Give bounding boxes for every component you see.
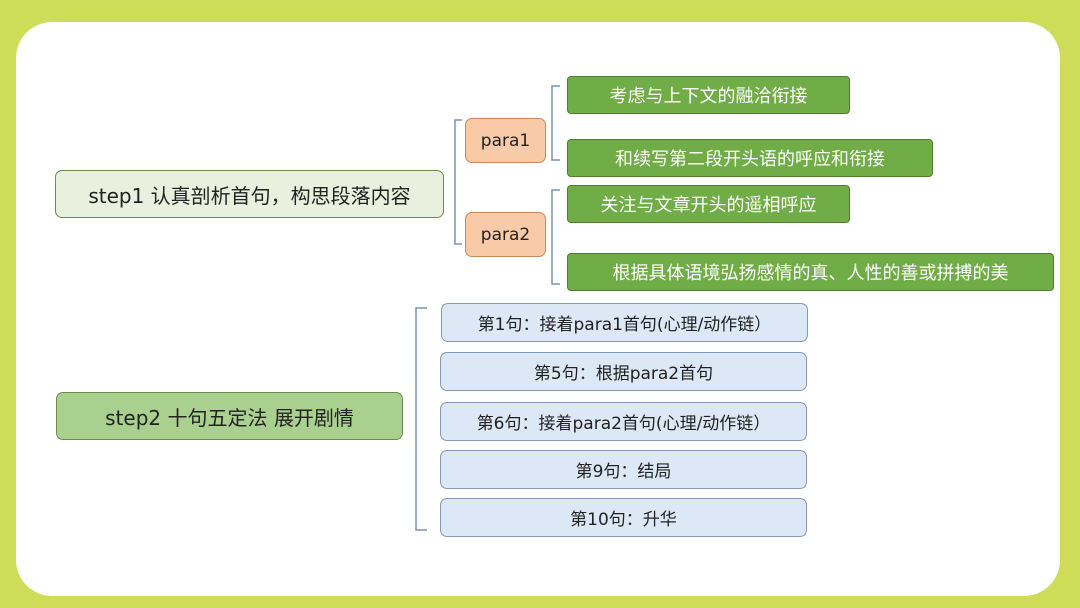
para1-point-2: 和续写第二段开头语的呼应和衔接 — [567, 139, 933, 177]
bracket-para1 — [551, 85, 560, 161]
bracket-step1 — [454, 119, 462, 245]
para1-node: para1 — [465, 118, 546, 163]
para2-point-2: 根据具体语境弘扬感情的真、人性的善或拼搏的美 — [567, 253, 1054, 291]
sentence-9-label: 第9句：结局 — [575, 462, 672, 482]
para2-point-1-label: 关注与文章开头的遥相呼应 — [600, 195, 817, 216]
sentence-5-label: 第5句：根据para2首句 — [533, 364, 714, 384]
step1-node: step1 认真剖析首句，构思段落内容 — [55, 170, 444, 218]
para2-node: para2 — [465, 212, 546, 257]
sentence-1-node: 第1句：接着para1首句(心理/动作链） — [441, 303, 808, 342]
para1-point-2-label: 和续写第二段开头语的呼应和衔接 — [615, 149, 885, 170]
para1-label: para1 — [480, 130, 531, 151]
para1-point-1: 考虑与上下文的融洽衔接 — [567, 76, 850, 114]
sentence-10-node: 第10句：升华 — [440, 498, 807, 537]
para1-point-1-label: 考虑与上下文的融洽衔接 — [609, 86, 808, 107]
para2-label: para2 — [480, 224, 531, 245]
sentence-6-label: 第6句：接着para2首句(心理/动作链） — [476, 414, 771, 434]
para2-point-2-label: 根据具体语境弘扬感情的真、人性的善或拼搏的美 — [612, 263, 1009, 284]
sentence-9-node: 第9句：结局 — [440, 450, 807, 489]
bracket-para2 — [551, 189, 560, 285]
sentence-1-label: 第1句：接着para1首句(心理/动作链） — [477, 315, 772, 335]
sentence-5-node: 第5句：根据para2首句 — [440, 352, 807, 391]
step2-label: step2 十句五定法 展开剧情 — [105, 405, 354, 430]
step1-label: step1 认真剖析首句，构思段落内容 — [88, 183, 411, 208]
sentence-6-node: 第6句：接着para2首句(心理/动作链） — [440, 402, 807, 441]
sentence-10-label: 第10句：升华 — [570, 510, 677, 530]
bracket-step2 — [415, 307, 427, 531]
step2-node: step2 十句五定法 展开剧情 — [56, 392, 403, 440]
para2-point-1: 关注与文章开头的遥相呼应 — [567, 185, 850, 223]
